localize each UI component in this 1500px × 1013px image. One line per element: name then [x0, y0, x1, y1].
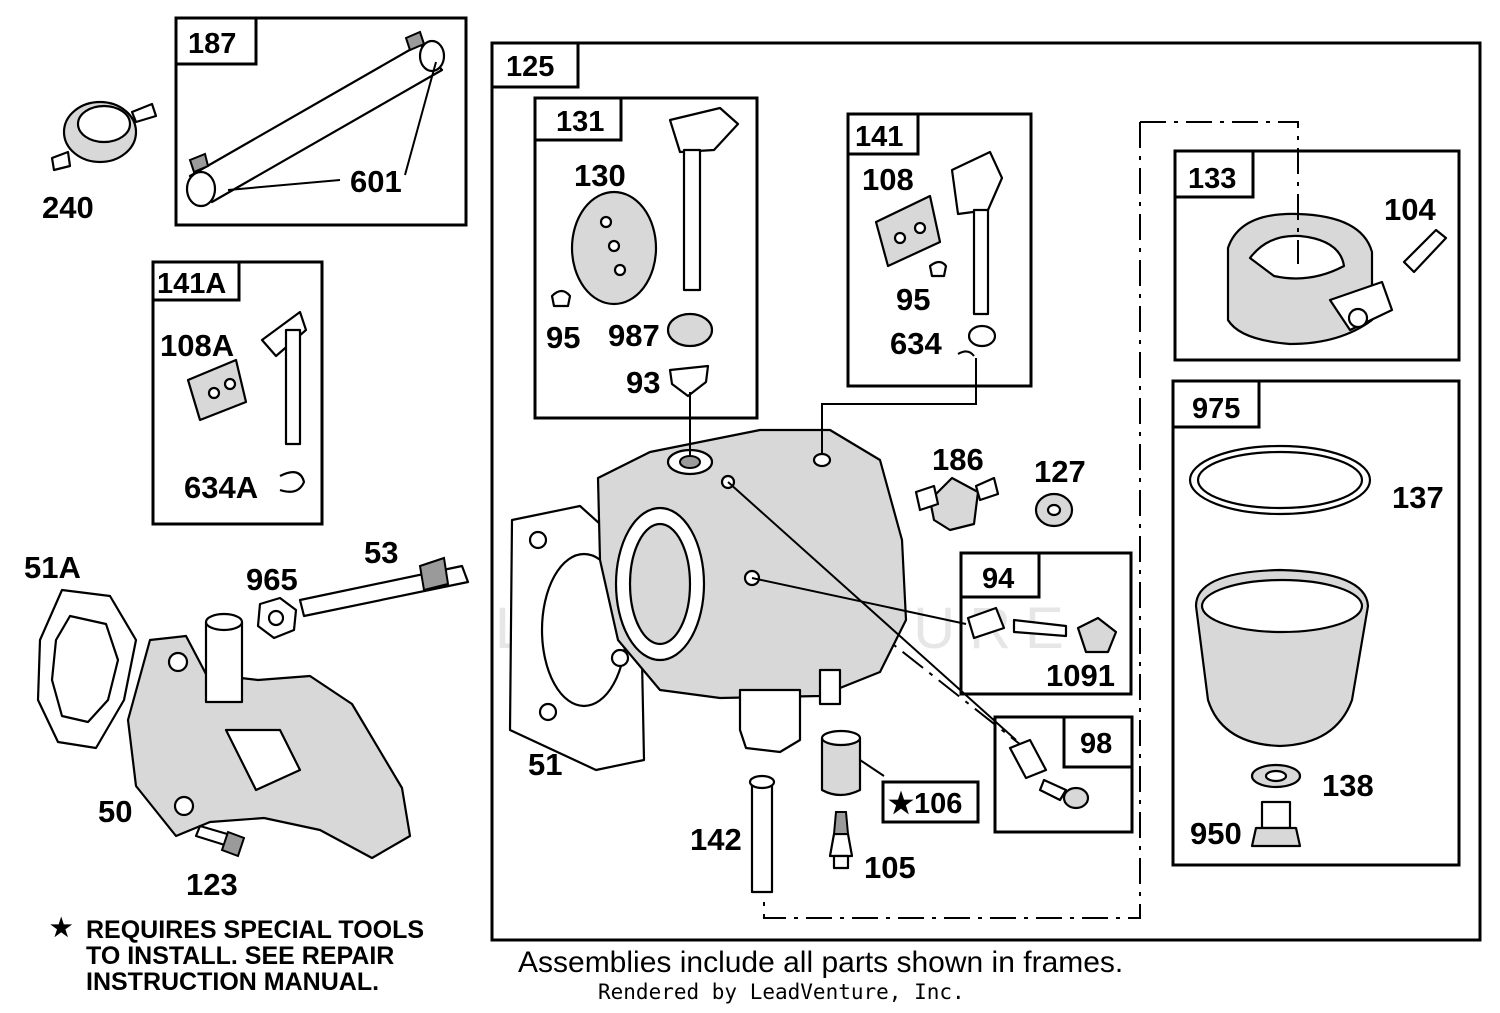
callout-634A: 634A — [184, 470, 258, 505]
callout-95-b: 95 — [896, 282, 930, 317]
callout-108A: 108A — [160, 328, 234, 363]
float-133[interactable] — [1226, 212, 1394, 346]
stud-53[interactable] — [298, 556, 470, 618]
callout-108: 108 — [862, 162, 914, 197]
frame-187-tag: 187 — [188, 28, 236, 60]
screw-123[interactable] — [194, 824, 246, 858]
frame-133-tag: 133 — [1188, 163, 1236, 195]
frame-133[interactable]: 133 — [1173, 149, 1461, 362]
frame-141A[interactable]: 141A — [151, 260, 324, 526]
callout-123: 123 — [186, 867, 238, 902]
callout-142: 142 — [690, 822, 742, 857]
carburetor-body[interactable] — [596, 428, 908, 754]
callout-1091: 1091 — [1046, 658, 1115, 693]
note-line-1: REQUIRES SPECIAL TOOLS — [86, 916, 424, 944]
float-bowl-975[interactable] — [1194, 568, 1370, 748]
callout-950: 950 — [1190, 816, 1242, 851]
callout-104: 104 — [1384, 192, 1436, 227]
intake-manifold-50[interactable] — [126, 612, 412, 860]
washer-138[interactable] — [1250, 763, 1302, 789]
frame-141A-tag: 141A — [157, 268, 226, 300]
callout-51A: 51A — [24, 550, 81, 585]
callout-965: 965 — [246, 562, 298, 597]
frame-975[interactable]: 975 — [1171, 379, 1461, 867]
gasket-51A[interactable] — [36, 588, 138, 750]
frame-106[interactable]: ★106 — [881, 780, 980, 824]
inlet-needle-105[interactable] — [828, 811, 854, 870]
fuel-filter-240[interactable] — [50, 100, 158, 172]
callout-95-a: 95 — [546, 320, 580, 355]
frame-125-tag: 125 — [506, 51, 554, 83]
float-pin-104[interactable] — [1402, 228, 1448, 274]
bowl-screw-950[interactable] — [1250, 800, 1302, 848]
callout-186: 186 — [932, 442, 984, 477]
callout-634: 634 — [890, 326, 942, 361]
frame-125[interactable]: 125 — [490, 41, 1482, 942]
choke-plate-and-shaft-141[interactable] — [874, 150, 1004, 357]
note-line-3: INSTRUCTION MANUAL. — [86, 968, 379, 996]
callout-240: 240 — [42, 190, 94, 225]
choke-plate-and-shaft-141A[interactable] — [186, 310, 308, 493]
callout-93: 93 — [626, 365, 660, 400]
callout-50: 50 — [98, 794, 132, 829]
fuel-line-187[interactable] — [185, 30, 446, 208]
render-credit: Rendered by LeadVenture, Inc. — [598, 980, 965, 1004]
elbow-fitting-186[interactable] — [914, 476, 1000, 532]
frame-131[interactable]: 131 — [533, 96, 759, 420]
callout-987: 987 — [608, 318, 660, 353]
callout-138: 138 — [1322, 768, 1374, 803]
callout-105: 105 — [864, 850, 916, 885]
frame-187[interactable]: 187 — [174, 16, 468, 227]
frame-106-tag: ★106 — [888, 788, 962, 820]
mixture-screw-98[interactable] — [1008, 738, 1090, 810]
frame-975-tag: 975 — [1192, 393, 1240, 425]
idle-screw-94[interactable] — [966, 606, 1118, 654]
nut-965[interactable] — [256, 596, 298, 640]
callout-601: 601 — [350, 164, 402, 199]
note-line-2: TO INSTALL. SEE REPAIR — [86, 942, 394, 970]
frame-141-tag: 141 — [855, 121, 903, 153]
frame-94[interactable]: 94 — [959, 551, 1133, 696]
nozzle-106[interactable] — [820, 729, 862, 797]
callout-130: 130 — [574, 158, 626, 193]
frame-98-tag: 98 — [1080, 728, 1112, 760]
emulsion-tube-142[interactable] — [748, 774, 776, 894]
bowl-gasket-137[interactable] — [1188, 444, 1372, 516]
washer-127[interactable] — [1034, 492, 1074, 528]
callout-127: 127 — [1034, 454, 1086, 489]
frame-94-tag: 94 — [982, 563, 1014, 595]
frame-141[interactable]: 141 — [846, 112, 1033, 388]
frame-131-tag: 131 — [556, 106, 604, 138]
throttle-plate-and-shaft-131[interactable] — [550, 106, 740, 398]
frame-98[interactable]: 98 — [993, 715, 1134, 834]
callout-137: 137 — [1392, 480, 1444, 515]
note-star: ★ — [50, 914, 73, 942]
assembly-caption: Assemblies include all parts shown in fr… — [518, 946, 1123, 979]
callout-51: 51 — [528, 747, 562, 782]
callout-53: 53 — [364, 535, 398, 570]
